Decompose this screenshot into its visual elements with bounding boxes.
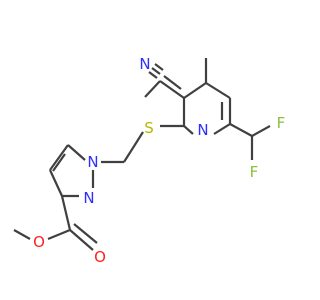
bond-c3-c5-inner [163, 75, 182, 90]
bond-cf-top [251, 125, 271, 137]
molecule-structure: N S N F F N N O O [13, 55, 285, 266]
bond-c5-c4 [49, 144, 69, 171]
bond-n-c2 [183, 125, 194, 135]
carbonyl-oxygen-label: O [94, 248, 106, 266]
atom-labels: N S N F F N N O O [33, 55, 285, 266]
pyrazole-n1-label: N [87, 153, 98, 171]
bond-c5-c4-inner [52, 153, 66, 172]
bond-c4-c3 [49, 169, 63, 197]
fluorine-bottom-label: F [250, 163, 259, 181]
bond-cn-triple-a [151, 67, 161, 75]
bond-c3-c4 [183, 82, 207, 99]
structure-canvas: N S N F F N N O O [13, 55, 285, 266]
bond-c6-chf2 [229, 123, 253, 137]
bond-c4-c5b [205, 82, 231, 99]
bond-c3-cester [60, 195, 72, 231]
bond-cn-triple-c [148, 71, 158, 79]
ester-oxygen-label: O [33, 233, 45, 251]
bonds [13, 58, 271, 251]
pyrazole-n2-label: N [83, 189, 94, 207]
bond-c3-c5-double [159, 80, 185, 99]
bond-cn-triple-b [154, 63, 164, 71]
bond-c6-n [213, 123, 231, 135]
bond-n1-c5 [67, 144, 86, 161]
bond-c-oester [47, 228, 71, 241]
bond-c-o-double [69, 229, 94, 251]
sulfur-label: S [144, 119, 154, 137]
bond-c5-cap [144, 80, 161, 98]
bond-c-o-double-inner [73, 223, 98, 244]
nitrile-nitrogen-label: N [139, 55, 150, 73]
bond-s-ch2 [123, 131, 144, 163]
pyridine-nitrogen-label: N [197, 121, 208, 139]
fluorine-top-label: F [277, 114, 286, 132]
bond-oester-methyl [13, 229, 31, 240]
